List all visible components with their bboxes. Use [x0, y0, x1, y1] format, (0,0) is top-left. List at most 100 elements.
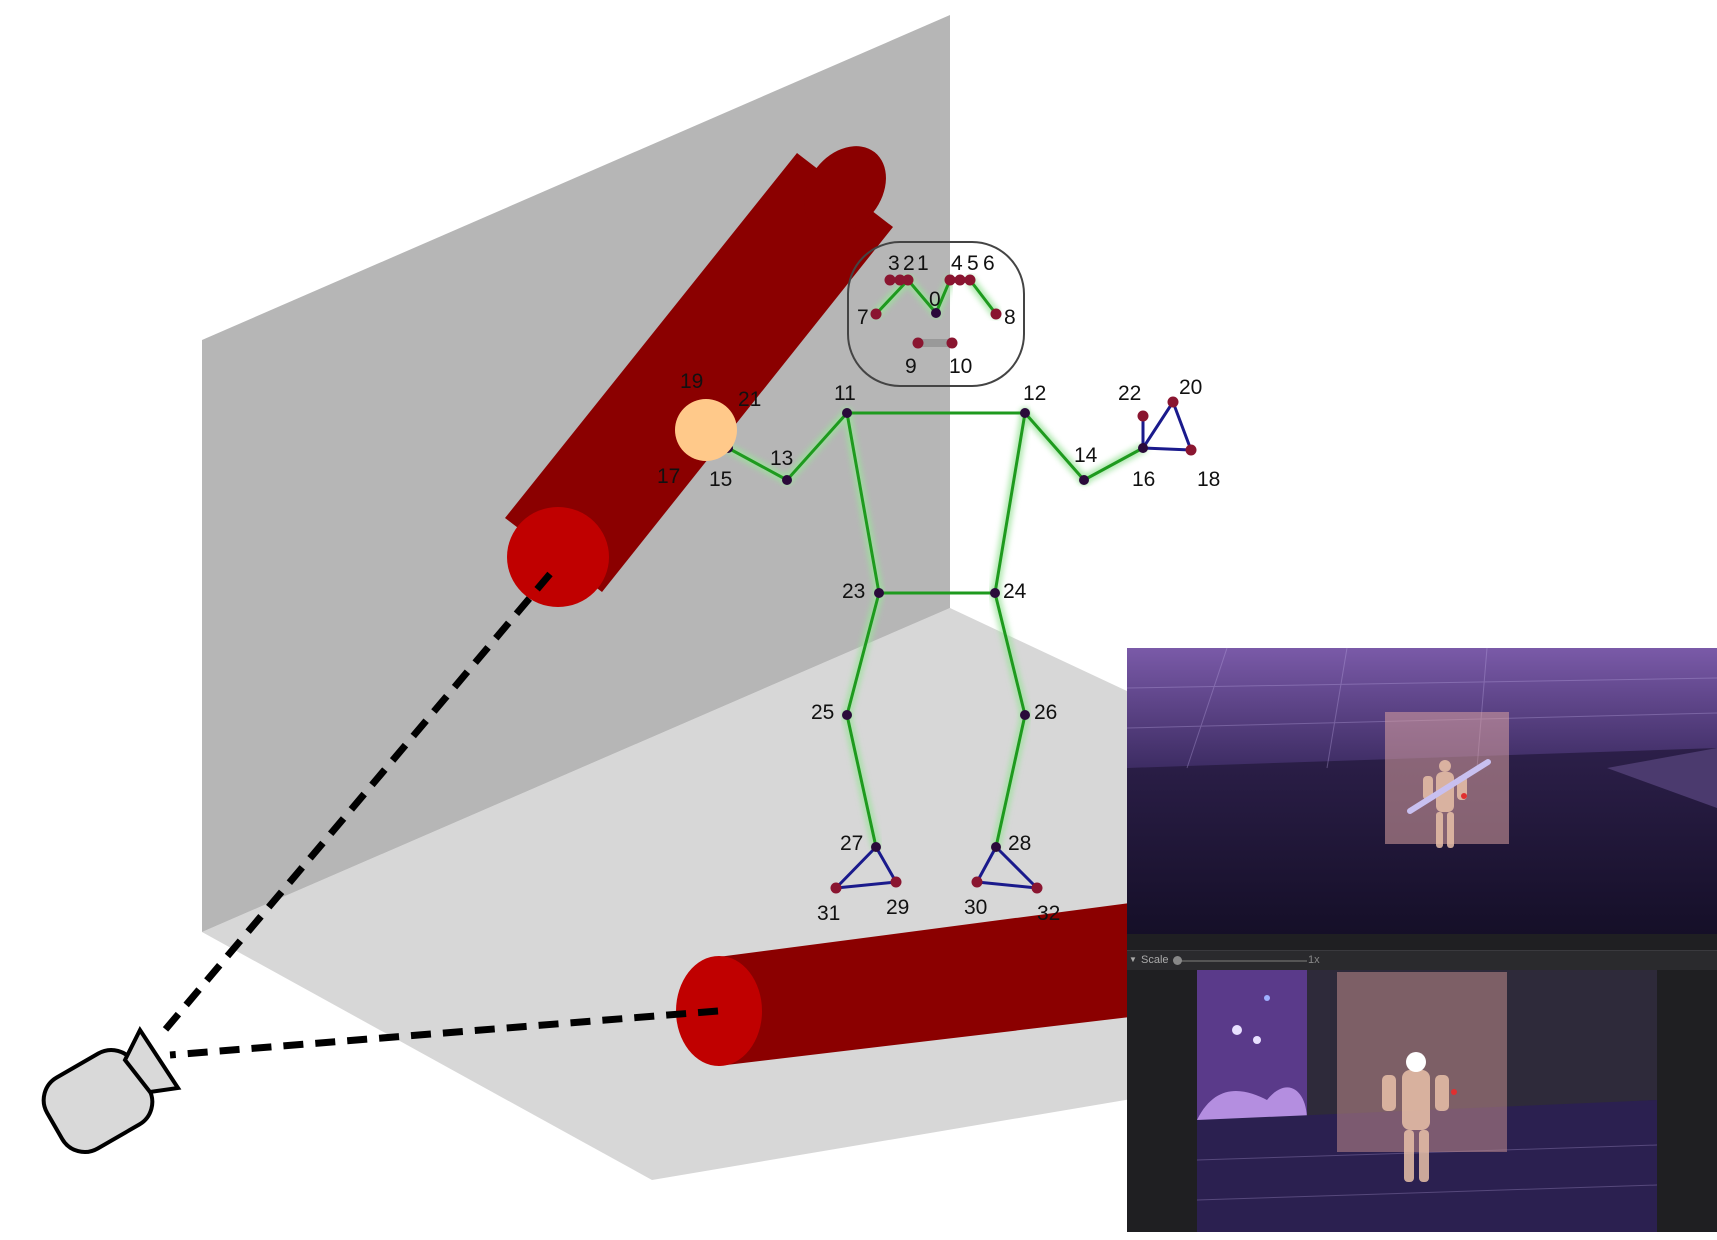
- landmark-label-8: 8: [1004, 306, 1016, 329]
- landmark-label-5: 5: [967, 252, 979, 275]
- avatar-point-cloud-bottom: [1382, 1070, 1449, 1182]
- bone-12-14: [1023, 411, 1086, 482]
- link-20-18: [1171, 400, 1193, 452]
- bone-23-25: [845, 591, 881, 717]
- upper-cylinder-far-cap: [804, 146, 886, 234]
- joint-9: [912, 337, 924, 349]
- scene-view-top: [1127, 648, 1717, 934]
- landmark-label-3: 3: [888, 252, 900, 275]
- landmark-label-6: 6: [983, 252, 995, 275]
- joint-11: [842, 408, 852, 418]
- joint-16: [1138, 443, 1148, 453]
- upper-cylinder-body: [505, 153, 893, 592]
- face-outline: [847, 241, 1025, 387]
- joint-20: [1167, 396, 1179, 408]
- landmark-label-25: 25: [811, 701, 834, 724]
- landmark-label-1: 1: [917, 252, 929, 275]
- upper-cylinder: [505, 146, 893, 607]
- landmark-label-10: 10: [949, 355, 972, 378]
- landmark-label-20: 20: [1179, 376, 1202, 399]
- joint-12: [1020, 408, 1030, 418]
- joint-24: [990, 588, 1000, 598]
- game-view-bottom: [1127, 970, 1717, 1232]
- landmark-label-17: 17: [657, 465, 680, 488]
- sight-line-upper: [162, 571, 553, 1033]
- scale-slider-handle[interactable]: [1173, 956, 1182, 965]
- joint-6: [964, 274, 976, 286]
- bone-24-26: [993, 591, 1027, 717]
- landmark-label-31: 31: [817, 902, 840, 925]
- upper-cylinder-near-cap: [507, 507, 609, 607]
- joint-14: [1079, 475, 1089, 485]
- bone-0-1: [906, 278, 938, 315]
- joint-4: [944, 274, 956, 286]
- joint-2: [894, 274, 906, 286]
- link-28-32: [994, 845, 1039, 890]
- joint-32: [1031, 882, 1043, 894]
- camera-icon: [41, 1025, 182, 1154]
- landmark-label-9: 9: [905, 355, 917, 378]
- link-29-31: [834, 880, 898, 890]
- landmark-label-24: 24: [1003, 580, 1027, 603]
- joint-23: [874, 588, 884, 598]
- joint-1: [902, 274, 914, 286]
- landmark-label-18: 18: [1197, 468, 1220, 491]
- landmark-label-12: 12: [1023, 382, 1046, 405]
- bone-0-4: [934, 278, 952, 315]
- scale-value: 1x: [1308, 954, 1320, 966]
- link-16-18: [1141, 446, 1193, 452]
- joint-3: [884, 274, 896, 286]
- landmark-label-11: 11: [834, 382, 856, 405]
- hand-contact-point: [675, 399, 737, 461]
- landmark-label-15: 15: [709, 468, 732, 491]
- bone-13-15: [726, 446, 789, 482]
- saber-top: [1407, 759, 1491, 814]
- scene-toolbar: ▼ Scale 1x: [1127, 950, 1717, 971]
- landmark-label-22: 22: [1118, 382, 1141, 405]
- link-27-29: [874, 845, 898, 884]
- landmark-label-26: 26: [1034, 701, 1057, 724]
- landmark-label-23: 23: [842, 580, 865, 603]
- joint-27: [871, 842, 881, 852]
- joint-10: [946, 337, 958, 349]
- bone-14-16: [1082, 446, 1145, 482]
- joint-28: [991, 842, 1001, 852]
- landmark-label-19: 19: [680, 370, 703, 393]
- landmark-label-16: 16: [1132, 468, 1155, 491]
- lower-cylinder-near-cap: [676, 956, 762, 1066]
- landmark-label-32: 32: [1037, 902, 1060, 925]
- link-30-32: [975, 880, 1039, 890]
- landmark-label-29: 29: [886, 896, 909, 919]
- landmark-label-0: 0: [929, 288, 941, 311]
- scale-slider-track[interactable]: [1177, 960, 1307, 962]
- skeleton-bones: [723, 275, 1193, 890]
- bone-6-8: [968, 278, 998, 316]
- landmark-label-14: 14: [1074, 444, 1098, 467]
- triangle-down-icon[interactable]: ▼: [1129, 955, 1137, 964]
- scale-label: Scale: [1141, 954, 1169, 966]
- lower-cylinder-body: [718, 903, 1130, 1066]
- link-16-20: [1141, 400, 1175, 450]
- joint-29: [890, 876, 902, 888]
- bone-12-24: [993, 411, 1027, 595]
- joint-26: [1020, 710, 1030, 720]
- bone-25-27: [845, 713, 878, 849]
- lower-cylinder: [676, 903, 1130, 1066]
- joint-13: [782, 475, 792, 485]
- landmark-label-28: 28: [1008, 832, 1031, 855]
- joint-18: [1185, 444, 1197, 456]
- joint-22: [1137, 410, 1149, 422]
- landmark-label-7: 7: [857, 306, 869, 329]
- landmark-label-2: 2: [903, 252, 915, 275]
- landmark-label-4: 4: [951, 252, 963, 275]
- joint-30: [971, 876, 983, 888]
- joint-0: [931, 308, 941, 318]
- joint-31: [830, 882, 842, 894]
- landmark-label-13: 13: [770, 447, 793, 470]
- sight-line-lower: [169, 1007, 719, 1059]
- bone-11-13: [785, 411, 849, 482]
- link-28-30: [975, 845, 998, 884]
- landmark-label-21: 21: [738, 388, 761, 411]
